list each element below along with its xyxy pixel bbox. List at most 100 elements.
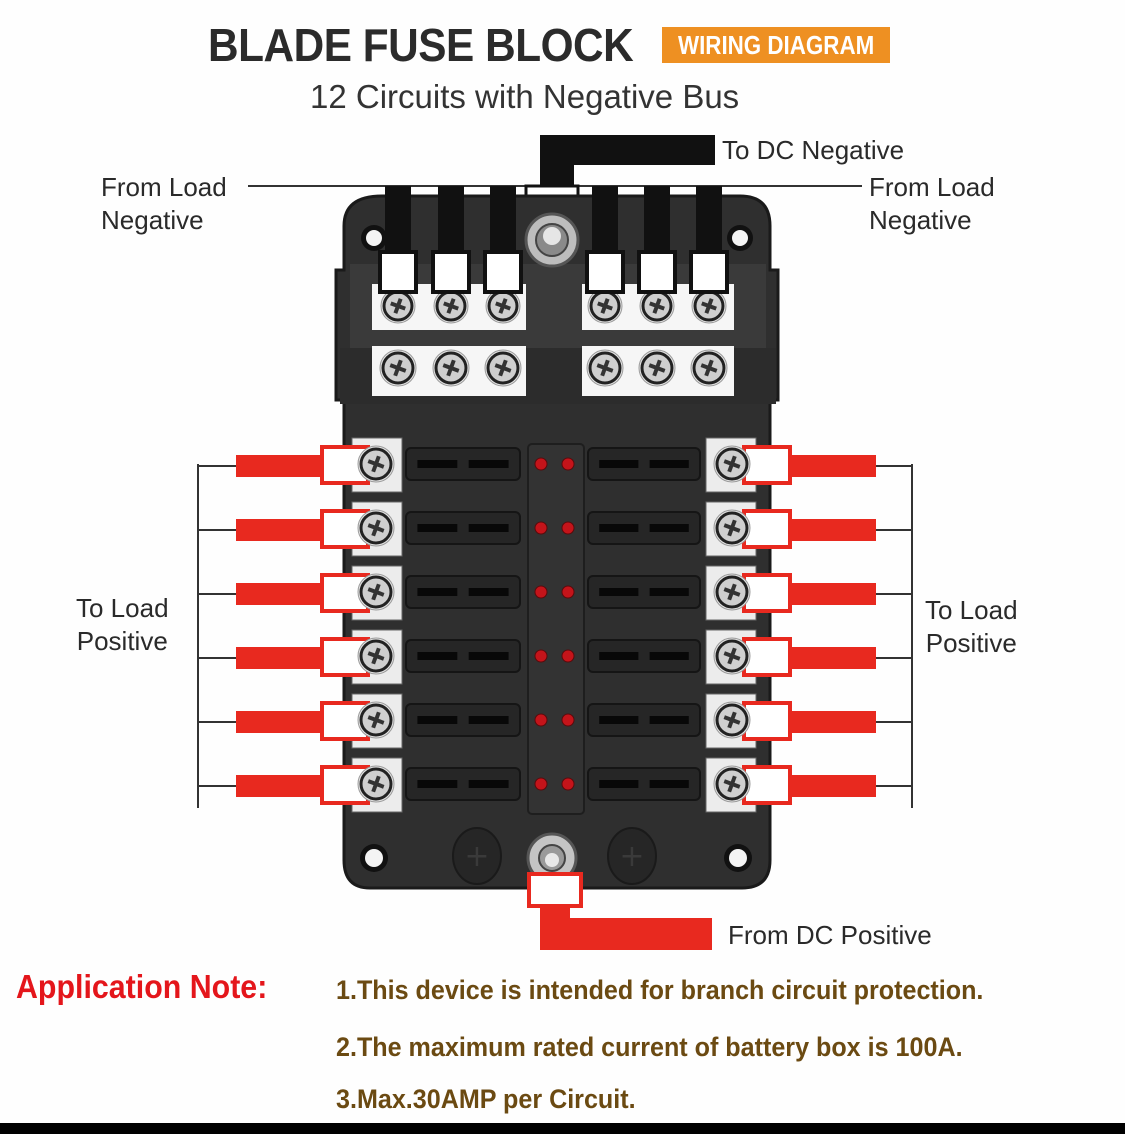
screw-icon xyxy=(638,349,676,387)
screw-icon xyxy=(713,637,751,675)
positive-load-wire-left xyxy=(198,693,403,749)
label-line-1: To Load xyxy=(925,595,1018,625)
application-note-item: 1.This device is intended for branch cir… xyxy=(336,975,984,1005)
bottom-bar xyxy=(0,1123,1125,1134)
indicator-led xyxy=(534,457,548,471)
positive-load-wire-left xyxy=(198,757,403,813)
indicator-led xyxy=(561,649,575,663)
screw-cover-right: + xyxy=(607,827,657,885)
application-note-heading: Application Note: xyxy=(16,968,268,1005)
screw-icon xyxy=(713,765,751,803)
fuse-slot xyxy=(405,767,521,801)
negative-bus xyxy=(372,186,734,396)
screw-icon xyxy=(484,349,522,387)
positive-load-wire-left xyxy=(198,501,403,557)
label-to-load-positive-left: To Load Positive xyxy=(76,592,169,658)
positive-load-wire-left xyxy=(198,629,403,685)
label-line-1: From Load xyxy=(101,172,227,202)
positive-load-wire-right xyxy=(705,693,912,749)
indicator-led xyxy=(561,713,575,727)
negative-load-wire xyxy=(378,186,418,294)
fuse-slot xyxy=(587,639,701,673)
screw-icon xyxy=(587,288,623,324)
svg-text:+: + xyxy=(619,839,644,874)
positive-load-wire-left xyxy=(198,565,403,621)
label-from-load-negative-left: From Load Negative xyxy=(101,171,227,237)
fuse-slot xyxy=(587,575,701,609)
wiring-diagram-badge: WIRING DIAGRAM xyxy=(662,27,890,63)
negative-load-wire xyxy=(483,186,523,294)
fuse-slot xyxy=(405,511,521,545)
screw-icon xyxy=(485,288,521,324)
positive-load-wire-right xyxy=(705,629,912,685)
label-line-2: Positive xyxy=(925,628,1017,658)
screw-icon xyxy=(586,349,624,387)
fuse-slot xyxy=(587,767,701,801)
screw-icon xyxy=(691,288,727,324)
indicator-led xyxy=(561,777,575,791)
page-subtitle: 12 Circuits with Negative Bus xyxy=(310,78,740,115)
indicator-led xyxy=(561,585,575,599)
screw-icon xyxy=(357,701,395,739)
screw-icon xyxy=(432,349,470,387)
fuse-slot xyxy=(405,639,521,673)
fuse-slot xyxy=(587,703,701,737)
badge-label: WIRING DIAGRAM xyxy=(677,30,875,60)
led-strip xyxy=(527,443,585,815)
indicator-led xyxy=(561,457,575,471)
indicator-led xyxy=(534,585,548,599)
screw-icon xyxy=(357,765,395,803)
label-line-1: To Load xyxy=(76,593,169,623)
label-to-load-positive-right: To Load Positive xyxy=(925,594,1018,660)
screw-icon xyxy=(713,509,751,547)
label-from-load-negative-right: From Load Negative xyxy=(869,171,995,237)
label-line-2: Negative xyxy=(869,205,972,235)
indicator-led xyxy=(534,649,548,663)
label-to-dc-negative: To DC Negative xyxy=(722,135,905,165)
screw-icon xyxy=(713,573,751,611)
screw-icon xyxy=(433,288,469,324)
positive-load-wire-right xyxy=(705,565,912,621)
screw-icon xyxy=(357,445,395,483)
screw-icon xyxy=(357,637,395,675)
application-note-item: 2.The maximum rated current of battery b… xyxy=(336,1032,963,1062)
svg-text:+: + xyxy=(464,839,489,874)
positive-load-wire-left xyxy=(198,437,403,493)
screw-icon xyxy=(713,445,751,483)
indicator-led xyxy=(534,713,548,727)
positive-load-wire-right xyxy=(705,501,912,557)
indicator-led xyxy=(534,777,548,791)
indicator-led xyxy=(534,521,548,535)
screw-icon xyxy=(713,701,751,739)
fuse-slot xyxy=(587,447,701,481)
indicator-led xyxy=(561,521,575,535)
fuse-area xyxy=(405,443,701,815)
page-title: BLADE FUSE BLOCK xyxy=(208,19,634,71)
positive-load-wire-right xyxy=(705,757,912,813)
screw-icon xyxy=(379,349,417,387)
fuse-slot xyxy=(405,447,521,481)
fuse-slot xyxy=(405,703,521,737)
negative-load-wire xyxy=(431,186,471,294)
negative-stud xyxy=(524,212,580,268)
negative-load-wire xyxy=(637,186,677,294)
positive-load-wires xyxy=(197,437,913,813)
screw-cover-left: + xyxy=(452,827,502,885)
label-line-2: Negative xyxy=(101,205,204,235)
mounting-holes xyxy=(360,225,753,872)
label-line-1: From Load xyxy=(869,172,995,202)
negative-load-wire xyxy=(689,186,729,294)
screw-icon xyxy=(690,349,728,387)
fuse-slot xyxy=(405,575,521,609)
negative-load-wire xyxy=(585,186,625,294)
dc-positive-wire xyxy=(527,872,712,950)
positive-stud xyxy=(526,832,578,884)
screw-icon xyxy=(380,288,416,324)
screw-icon xyxy=(357,509,395,547)
application-note-item: 3.Max.30AMP per Circuit. xyxy=(336,1084,636,1114)
screw-icon xyxy=(357,573,395,611)
fuse-slot xyxy=(587,511,701,545)
label-line-2: Positive xyxy=(76,626,168,656)
positive-load-wire-right xyxy=(705,437,912,493)
